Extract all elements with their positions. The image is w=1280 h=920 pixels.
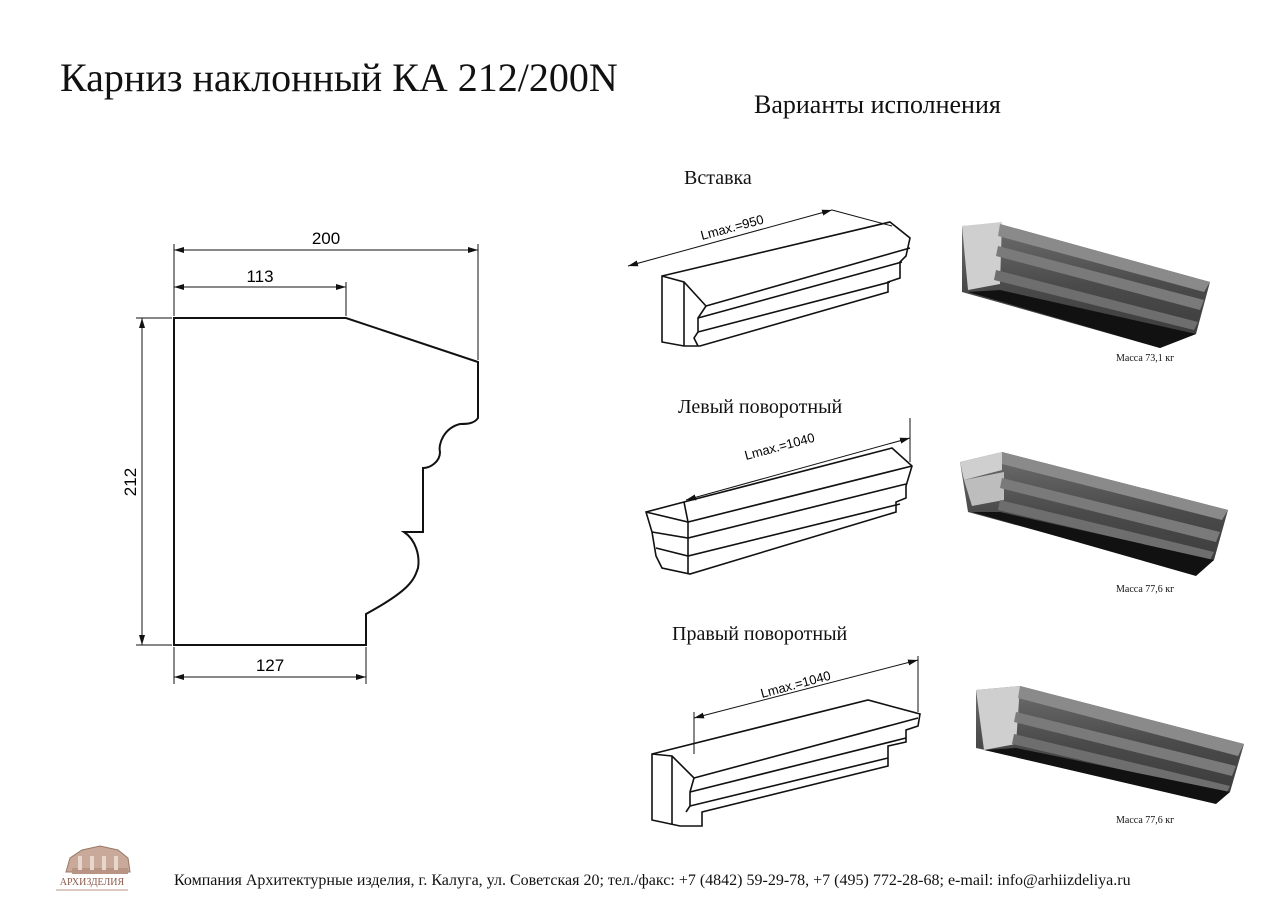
variant-mass-right-corner: Масса 77,6 кг: [1116, 815, 1175, 826]
dim-height-label: 212: [121, 468, 140, 496]
dim-bottom-width: [173, 647, 367, 684]
page-title: Карниз наклонный КА 212/200N: [60, 55, 618, 100]
company-logo: АРХИЗДЕЛИЯ: [56, 845, 131, 891]
dim-total-width: [173, 244, 479, 360]
left-corner-outline: [644, 447, 913, 575]
right-corner-lmax-label: Lmax.=1040: [759, 668, 832, 701]
dim-top-width-label: 113: [246, 267, 273, 286]
right-corner-outline: [651, 699, 921, 827]
insert-outline: [661, 221, 911, 347]
variant-mass-insert: Масса 73,1 кг: [1116, 353, 1175, 364]
insert-render: [962, 222, 1210, 348]
cornice-profile: [173, 317, 479, 646]
variant-mass-left-corner: Масса 77,6 кг: [1116, 584, 1175, 595]
left-corner-lmax-label: Lmax.=1040: [743, 430, 816, 463]
variant-label-left-corner: Левый поворотный: [678, 396, 843, 418]
footer-contacts: Компания Архитектурные изделия, г. Калуг…: [174, 872, 1131, 889]
variant-label-insert: Вставка: [684, 167, 752, 189]
dim-height: [136, 317, 172, 646]
dim-top-width: [174, 282, 347, 316]
right-corner-render: [976, 686, 1244, 804]
right-corner-length-dim: [693, 656, 919, 754]
variant-label-right-corner: Правый поворотный: [672, 623, 848, 645]
left-corner-length-dim: [685, 418, 911, 501]
variants-heading: Варианты исполнения: [754, 90, 1001, 119]
dim-bottom-width-label: 127: [256, 656, 284, 675]
insert-length-dim: [627, 209, 893, 267]
dim-total-width-label: 200: [312, 229, 340, 248]
logo-text: АРХИЗДЕЛИЯ: [60, 877, 125, 888]
insert-lmax-label: Lmax.=950: [699, 212, 765, 243]
left-corner-render: [960, 452, 1228, 576]
